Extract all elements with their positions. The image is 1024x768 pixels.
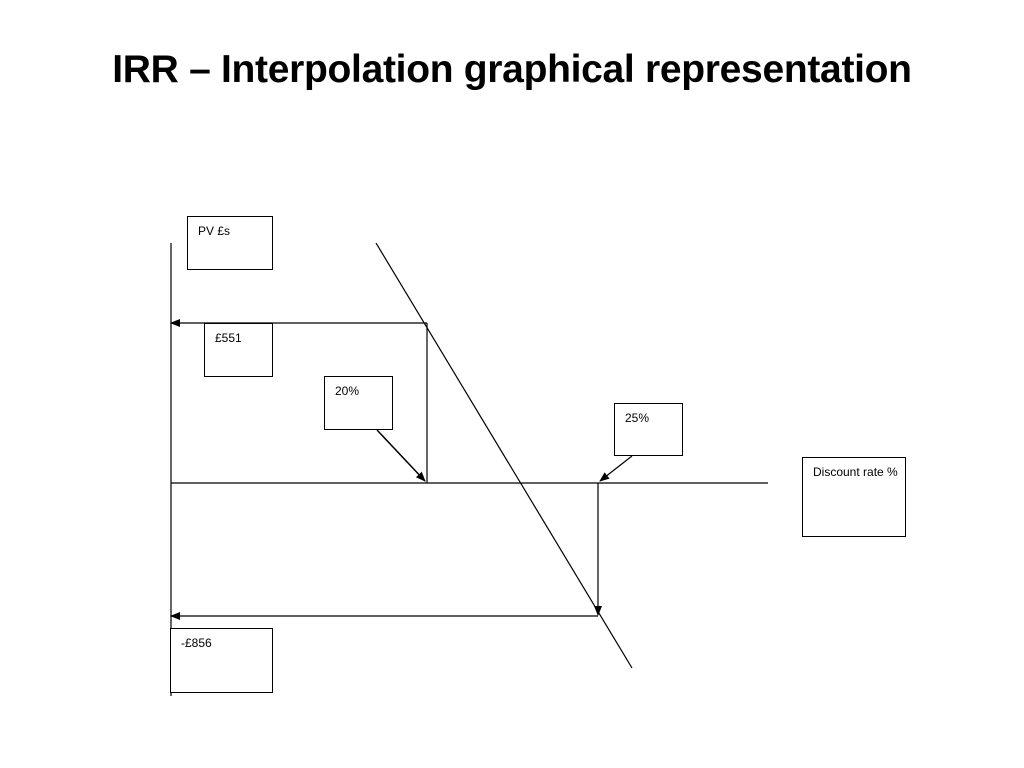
high-npv-label: -£856 bbox=[181, 636, 212, 650]
low-npv-label-box: £551 bbox=[204, 323, 273, 377]
y-axis-label-box: PV £s bbox=[187, 216, 273, 270]
x-axis-label: Discount rate % bbox=[813, 465, 898, 479]
x-axis-label-box: Discount rate % bbox=[802, 457, 906, 537]
npv-line bbox=[375, 242, 633, 669]
high-rate-label: 25% bbox=[625, 411, 650, 425]
slide-title: IRR – Interpolation graphical representa… bbox=[112, 48, 912, 91]
high-rate-label-box: 25% bbox=[614, 403, 683, 456]
high-rate-callout-arrow bbox=[599, 455, 633, 482]
low-rate-callout-arrow bbox=[376, 429, 426, 482]
low-rate-label-box: 20% bbox=[324, 376, 393, 430]
low-rate-label: 20% bbox=[335, 384, 360, 398]
y-axis-label: PV £s bbox=[198, 224, 231, 238]
low-npv-label: £551 bbox=[215, 331, 242, 345]
high-npv-label-box: -£856 bbox=[170, 628, 273, 693]
